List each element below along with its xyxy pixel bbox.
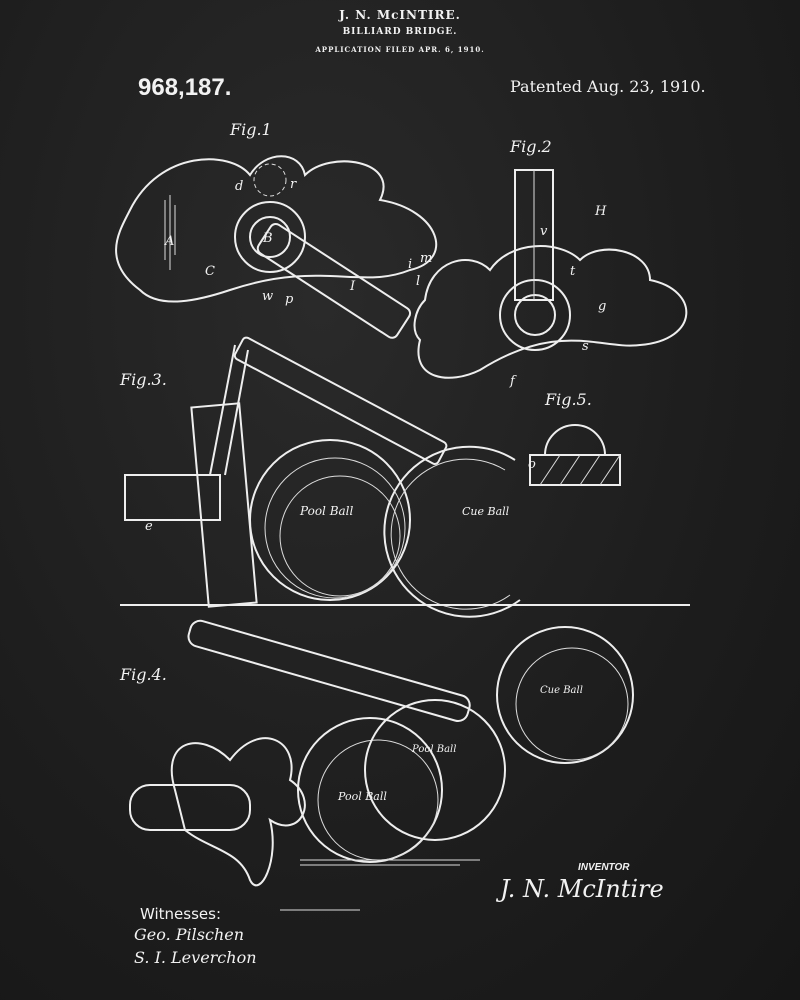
fig4-label: Fig.4. (119, 665, 167, 684)
reference-letters: d r B A C w p I i m l H v t o s g f e (145, 177, 607, 534)
ref-letter: t (570, 264, 576, 279)
fig5-section (529, 424, 621, 486)
pool-ball-label: Pool Ball (299, 504, 354, 518)
ref-letter: p (285, 292, 294, 307)
ref-letter: H (594, 204, 607, 219)
ref-letter: f (509, 374, 517, 389)
fig3-side-view (120, 336, 690, 618)
ref-letter: g (598, 299, 606, 314)
fig1-bridge (115, 155, 438, 339)
cue-ball-label: Cue Ball (540, 685, 583, 696)
application-filed: APPLICATION FILED APR. 6, 1910. (315, 45, 485, 54)
patent-date: Patented Aug. 23, 1910. (510, 77, 706, 96)
witness-signature-2: S. I. Leverchon (134, 948, 257, 967)
inventor-label: INVENTOR (578, 862, 630, 873)
pool-ball-label: Pool Ball (337, 790, 387, 803)
pool-ball-label: Pool Ball (411, 744, 456, 755)
fig2-label: Fig.2 (509, 137, 552, 156)
patent-title: BILLIARD BRIDGE. (342, 27, 458, 37)
patent-number: 968,187. (138, 74, 232, 101)
ref-letter: s (582, 339, 589, 354)
ref-letter: e (145, 519, 153, 534)
cue-ball-label: Cue Ball (462, 505, 510, 518)
fig5-label: Fig.5. (544, 390, 592, 409)
inventor-name: J. N. McINTIRE. (339, 8, 461, 22)
ref-letter: o (528, 457, 536, 472)
ref-letter: r (290, 177, 297, 192)
ref-letter: i (408, 257, 412, 272)
fig2-bridge (413, 169, 688, 379)
ref-letter: A (164, 234, 174, 249)
ref-letter: C (205, 264, 215, 279)
ref-letter: m (420, 251, 432, 266)
ref-letter: I (349, 279, 356, 294)
ref-letter: B (262, 231, 273, 246)
fig3-label: Fig.3. (119, 370, 167, 389)
fig4-perspective-view (129, 619, 634, 911)
fig1-label: Fig.1 (229, 120, 272, 139)
ref-letter: l (416, 274, 420, 289)
ref-letter: w (262, 289, 273, 304)
ref-letter: v (540, 224, 548, 239)
ref-letter: d (235, 179, 243, 194)
inventor-signature: J. N. McIntire (500, 875, 664, 903)
witnesses-label: Witnesses: (140, 905, 222, 923)
witness-signature-1: Geo. Pilschen (134, 925, 245, 944)
